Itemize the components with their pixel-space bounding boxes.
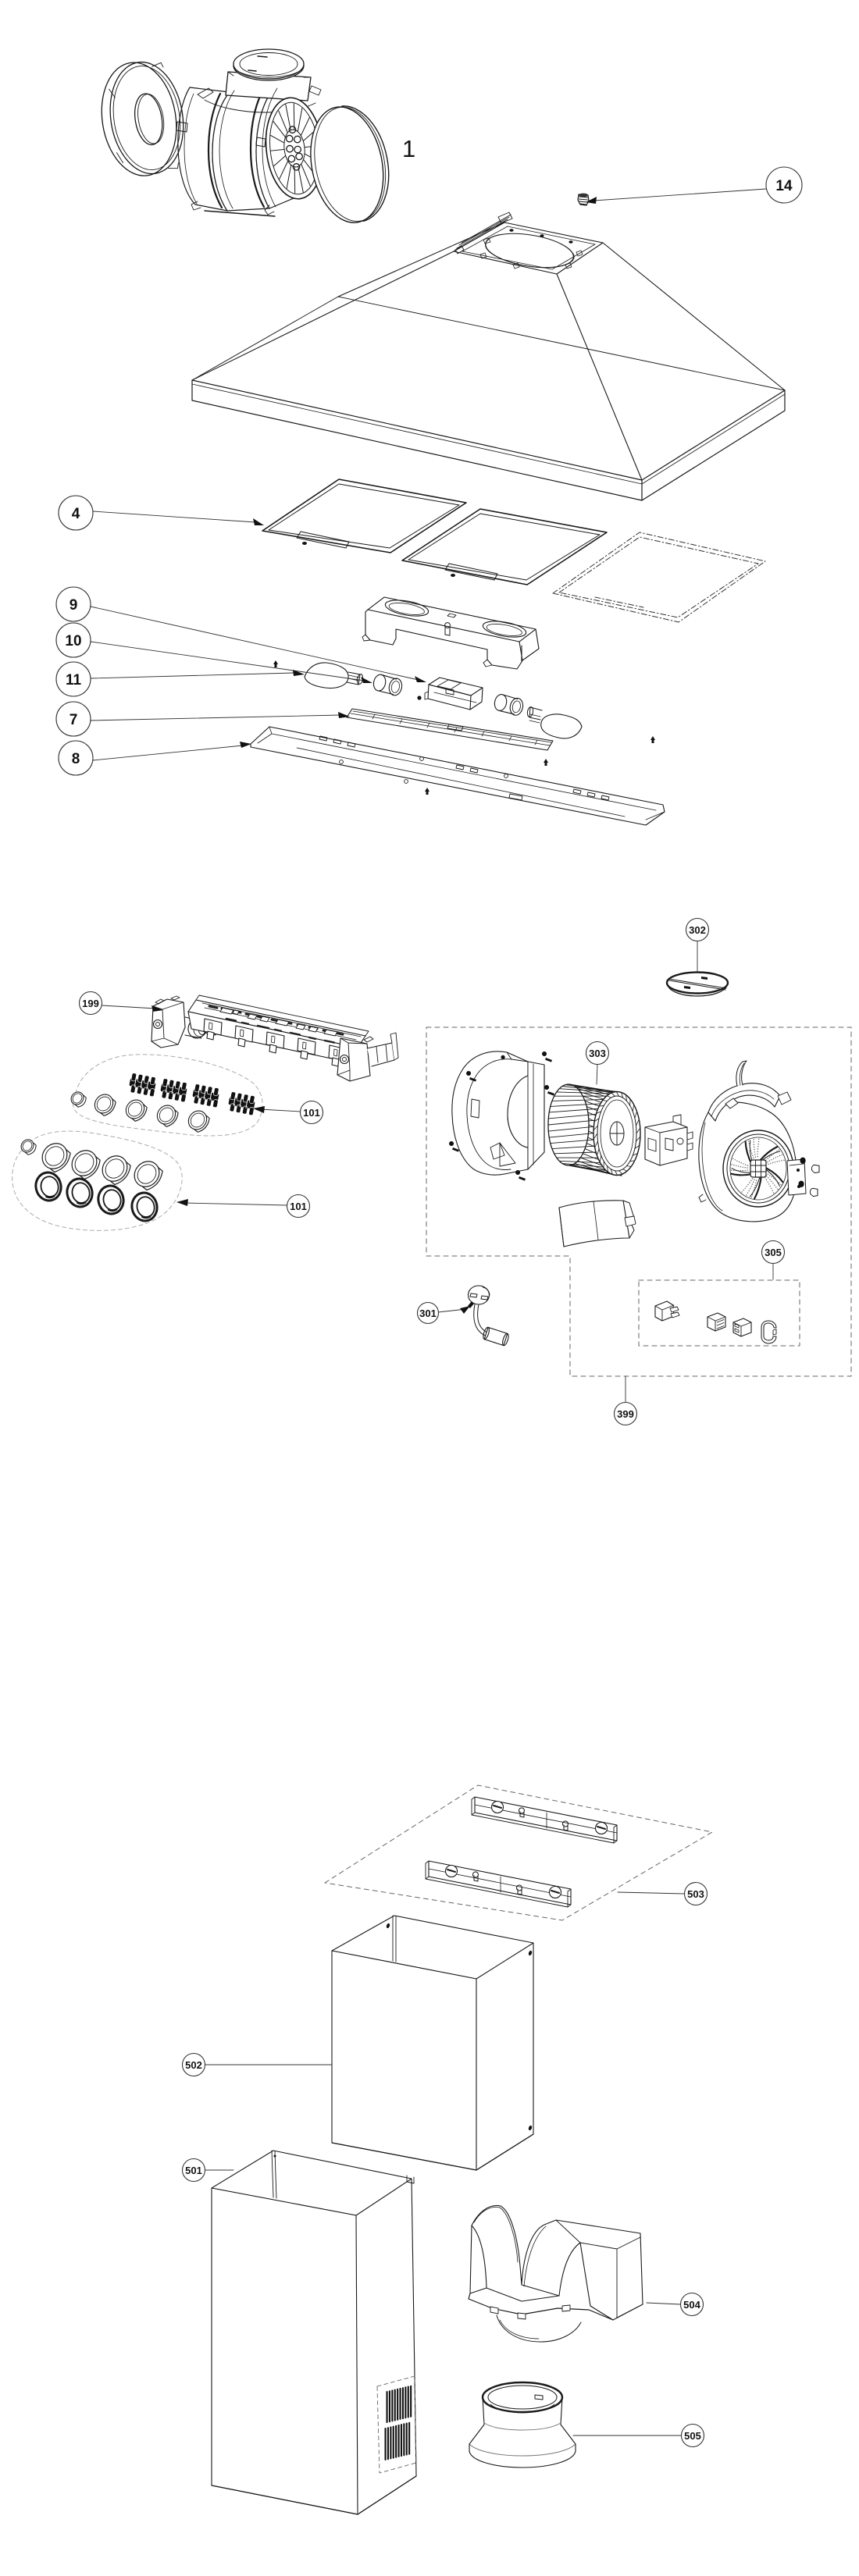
svg-text:501: 501 xyxy=(185,2165,202,2176)
svg-text:101: 101 xyxy=(303,1107,320,1119)
svg-text:305: 305 xyxy=(765,1247,782,1258)
svg-text:4: 4 xyxy=(72,506,80,522)
svg-text:9: 9 xyxy=(70,597,78,614)
svg-text:503: 503 xyxy=(687,1888,704,1900)
svg-text:505: 505 xyxy=(684,2430,701,2442)
svg-text:14: 14 xyxy=(775,178,793,194)
svg-text:502: 502 xyxy=(185,2059,202,2071)
svg-text:504: 504 xyxy=(683,2299,700,2311)
svg-text:303: 303 xyxy=(589,1048,606,1059)
svg-text:101: 101 xyxy=(290,1201,307,1212)
svg-text:10: 10 xyxy=(65,633,81,649)
svg-text:8: 8 xyxy=(72,751,80,767)
svg-text:199: 199 xyxy=(82,998,99,1009)
svg-text:7: 7 xyxy=(70,712,78,728)
svg-text:301: 301 xyxy=(419,1308,437,1319)
svg-text:399: 399 xyxy=(617,1408,634,1420)
svg-text:302: 302 xyxy=(689,924,706,936)
svg-text:11: 11 xyxy=(66,672,82,688)
svg-text:1: 1 xyxy=(402,135,415,162)
